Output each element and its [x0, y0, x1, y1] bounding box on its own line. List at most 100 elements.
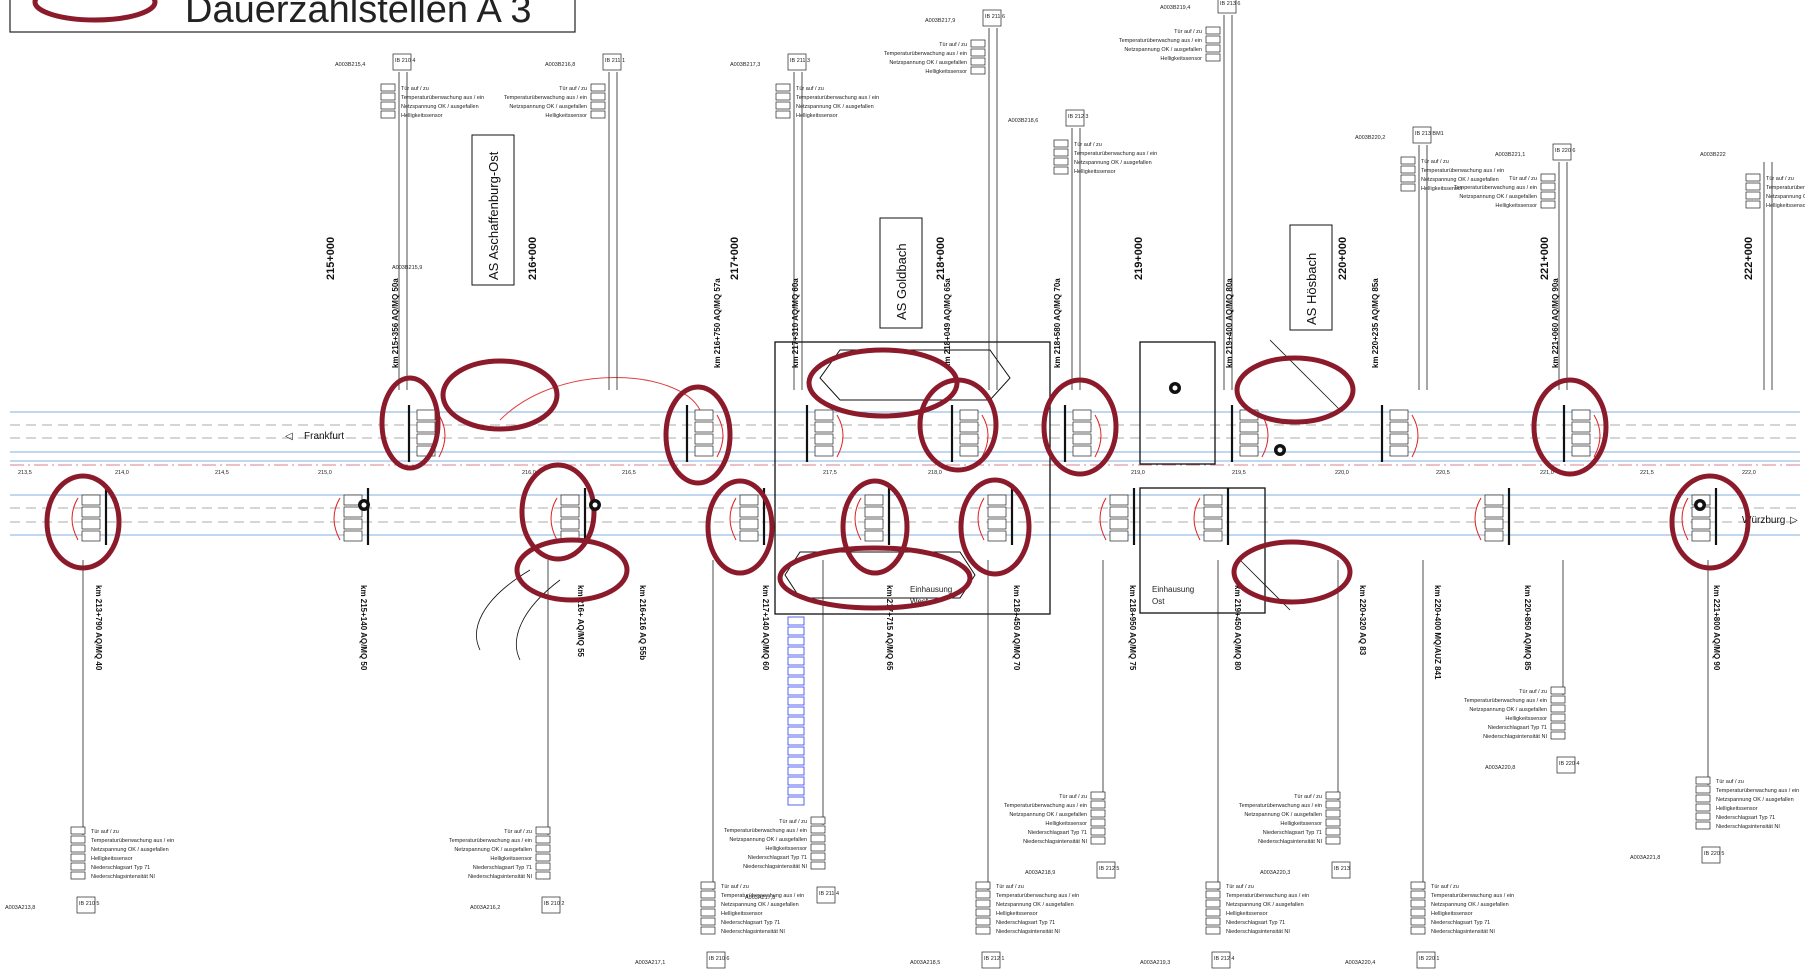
loop-detector: [1484, 494, 1504, 506]
loop-detector: [343, 506, 363, 518]
blue-loop: [787, 746, 805, 756]
sensor-label: Temperaturüberwachung aus / ein: [1464, 698, 1547, 704]
loop-detector: [987, 506, 1007, 518]
loop-detector: [864, 518, 884, 530]
lower-station-id: A003A213,8: [5, 905, 35, 911]
sensor-label: Tür auf / zu: [1716, 779, 1744, 785]
sensor-label: Temperaturüberwachung aus / ein: [1119, 38, 1202, 44]
controller-box: [76, 896, 96, 914]
ruler-label: 222,0: [1742, 470, 1756, 476]
sensor-label: Netzspannung OK / ausgefallen: [91, 847, 169, 853]
upper-station-id: A003B217,3: [730, 62, 760, 68]
sensor-label: Tür auf / zu: [559, 86, 587, 92]
sensor-label: Helligkeitssensor: [401, 113, 443, 119]
loop-detector: [694, 421, 714, 433]
km-mark: 216+000: [527, 237, 539, 280]
loop-detector: [1389, 433, 1409, 445]
lower-station-id: A003A221,8: [1630, 855, 1660, 861]
sensor-label: Tür auf / zu: [1509, 176, 1537, 182]
highlighted-count-station: [1234, 355, 1356, 425]
tunnel-labels: Einhausung West Einhausung Ost: [910, 585, 1194, 606]
loop-detector: [1691, 518, 1711, 530]
loop-detector: [864, 530, 884, 542]
loop-detector: [1239, 421, 1259, 433]
blue-loop: [787, 656, 805, 666]
blue-loop: [787, 766, 805, 776]
sensor-label: Niederschlagsart Typ 71: [1431, 920, 1490, 926]
sensor-label: Netzspannung OK / ausgefallen: [721, 902, 799, 908]
sensor-label: Temperaturüberwachung aus / ein: [796, 95, 879, 101]
sensor-label: Tür auf / zu: [504, 829, 532, 835]
sensor-label: Helligkeitssensor: [925, 69, 967, 75]
sensor-label: Helligkeitssensor: [996, 911, 1038, 917]
ruler-label: 216,5: [622, 470, 636, 476]
sensor-label: Netzspannung OK / ausgefallen: [1766, 194, 1805, 200]
sensor-label: Helligkeitssensor: [1495, 203, 1537, 209]
direction-arrow-east: ▷: [1790, 515, 1798, 526]
detector-arrow: [1474, 497, 1482, 541]
controller-box: [1412, 126, 1432, 144]
loop-detector: [1389, 409, 1409, 421]
loop-detector: [1239, 433, 1259, 445]
loop-detector: [694, 445, 714, 457]
controller-label: IB 211 4: [819, 891, 839, 897]
controller-label: IB 210 6: [709, 956, 730, 962]
blue-loop: [787, 726, 805, 736]
loop-detector: [739, 494, 759, 506]
status-dot-center: [592, 502, 598, 508]
controller-label: IB 213 6: [1220, 1, 1241, 7]
detector-arrow: [71, 497, 79, 541]
controller-label: IB 210 2: [544, 901, 565, 907]
sensor-label: Temperaturüberwachung aus / ein: [91, 838, 174, 844]
sensor-label: Niederschlagsart Typ 71: [721, 920, 780, 926]
controller-box: [1416, 951, 1436, 969]
sensor-label: Niederschlagsart Typ 71: [996, 920, 1055, 926]
controller-box: [1065, 109, 1085, 127]
sensor-label: Netzspannung OK / ausgefallen: [1716, 797, 1794, 803]
blue-loop: [787, 676, 805, 686]
loop-detector: [1072, 445, 1092, 457]
detector-arrow: [1411, 414, 1419, 458]
detector-arrow: [1099, 497, 1107, 541]
loop-detector: [959, 421, 979, 433]
blue-loop: [787, 636, 805, 646]
lower-station-id: A003A219,3: [1140, 960, 1170, 966]
sensor-label: Niederschlagsart Typ 71: [748, 855, 807, 861]
lower-section-label: km 219+450 AQ/MQ 80: [1233, 585, 1242, 671]
junction-hoesbach: AS Hösbach: [1304, 253, 1319, 325]
highlighted-count-station: [519, 462, 597, 562]
sensor-label: Helligkeitssensor: [1226, 911, 1268, 917]
upper-station-id: A003B215,4: [335, 62, 365, 68]
sensor-label: Niederschlagsintensität NI: [1431, 929, 1495, 935]
status-dot-center: [361, 502, 367, 508]
loop-detector: [560, 518, 580, 530]
sensor-label: Helligkeitssensor: [1421, 186, 1463, 192]
controller-box: [1701, 846, 1721, 864]
sensor-label: Helligkeitssensor: [1716, 806, 1758, 812]
ruler-label: 219,5: [1232, 470, 1246, 476]
controller-label: IB 211 6: [985, 14, 1005, 20]
upper-station-id: A003B222: [1700, 152, 1726, 158]
sensor-label: Niederschlagsintensität NI: [468, 874, 532, 880]
controller-box: [1096, 861, 1116, 879]
status-dot-center: [1277, 447, 1283, 453]
loop-detector: [343, 518, 363, 530]
junction-goldbach: AS Goldbach: [894, 243, 909, 320]
loop-detector: [560, 506, 580, 518]
blue-loop: [787, 626, 805, 636]
tunnel-east-line2: Ost: [1152, 597, 1165, 606]
controller-box: [1211, 951, 1231, 969]
sensor-label: Netzspannung OK / ausgefallen: [729, 837, 807, 843]
loop-detector: [694, 409, 714, 421]
lower-station-id: A003A220,8: [1485, 765, 1515, 771]
loop-detector: [814, 433, 834, 445]
